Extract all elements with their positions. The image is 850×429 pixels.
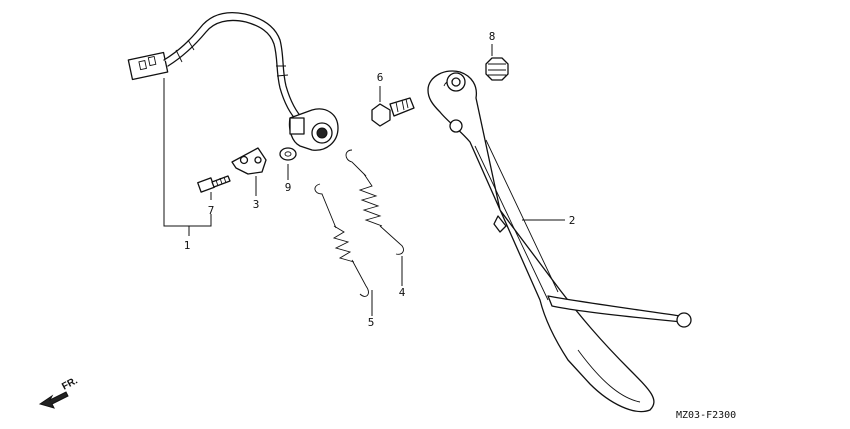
side-stand [427,70,692,413]
washer [279,147,297,161]
callout-1: 1 [184,239,191,252]
pivot-bolt [371,97,415,127]
callout-7: 7 [208,204,215,217]
switch-bracket [231,147,267,175]
front-direction-label: FR. [60,375,80,392]
leader-1 [163,78,212,227]
return-spring-large [345,149,404,255]
front-direction-arrow-icon [38,391,69,409]
return-spring-small [314,183,369,297]
callout-6: 6 [377,71,384,84]
callout-5: 5 [368,316,375,329]
nut [485,57,509,81]
bolt [197,175,231,193]
callout-9: 9 [285,181,292,194]
diagram-code: MZ03-F2300 [676,410,736,421]
callout-2: 2 [569,214,576,227]
callout-8: 8 [489,30,496,43]
side-stand-switch-harness [127,12,339,151]
callout-3: 3 [253,198,260,211]
callout-4: 4 [399,286,406,299]
